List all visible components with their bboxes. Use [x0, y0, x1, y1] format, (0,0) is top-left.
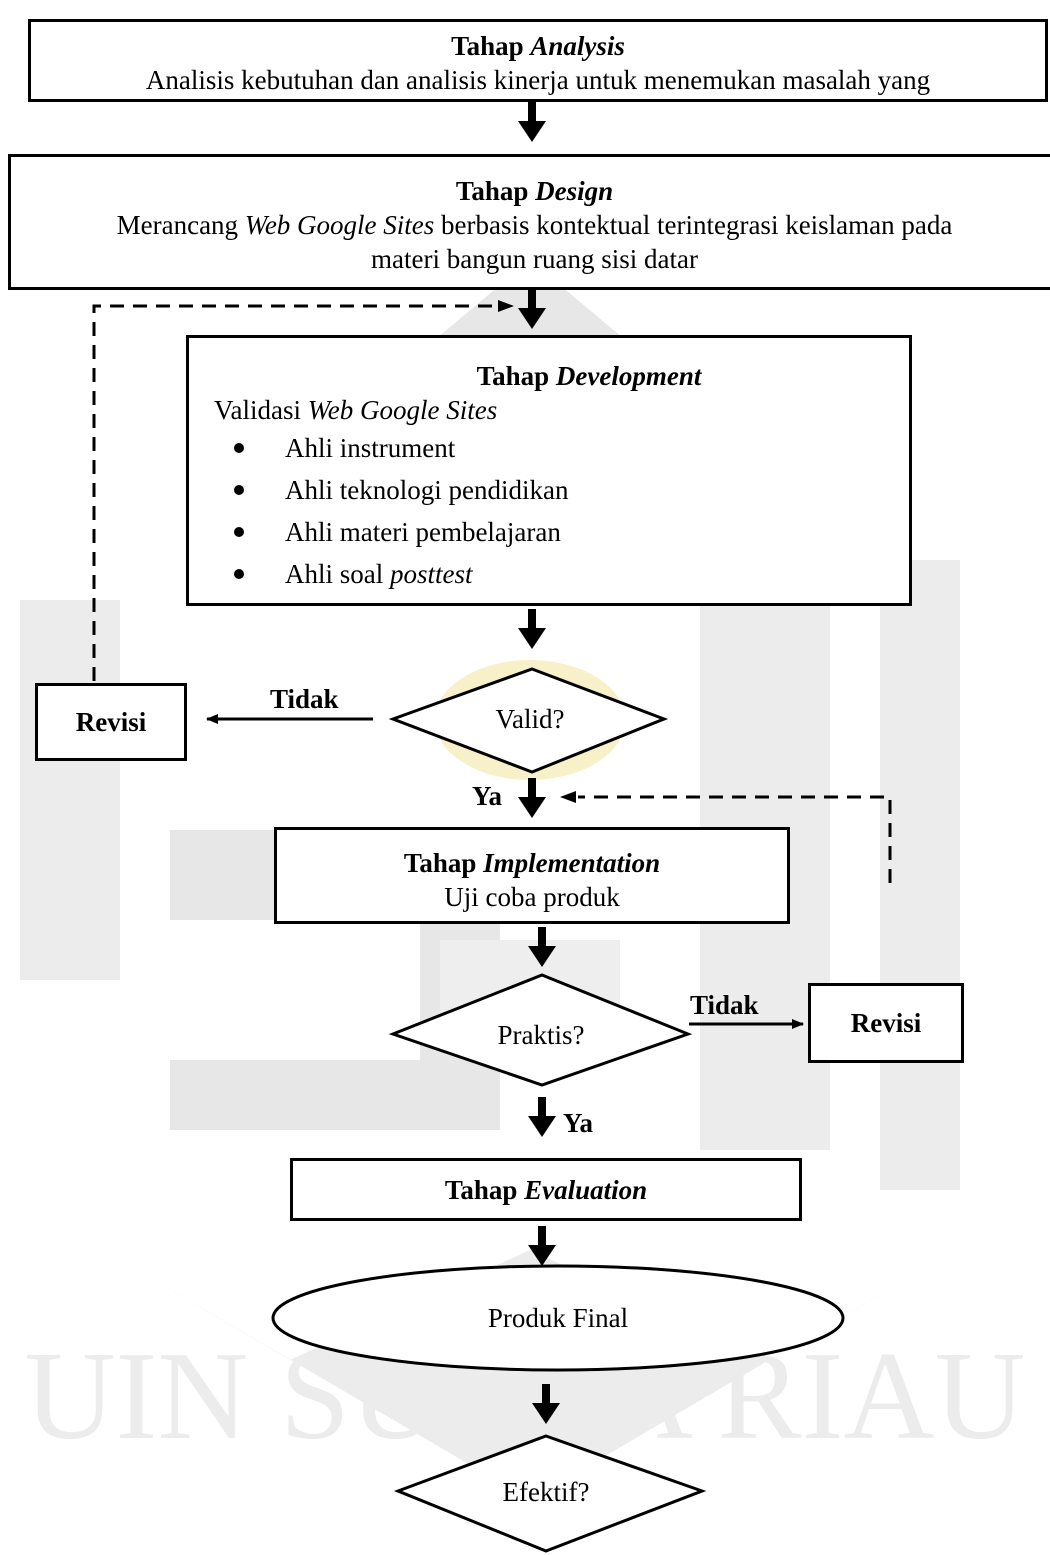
decision-efektif-shape [393, 1434, 707, 1553]
design-desc-pre: Merancang [116, 210, 239, 240]
valid-no-label: Tidak [270, 684, 339, 714]
design-desc-line2: materi bangun ruang sisi datar [371, 244, 698, 274]
development-name: Development [555, 361, 702, 391]
evaluation-prefix: Tahap [444, 1175, 518, 1205]
feedback-loop-left [92, 304, 500, 681]
list-item: Ahli soal posttest [189, 553, 909, 595]
development-prefix: Tahap [476, 361, 550, 391]
evaluation-name: Evaluation [524, 1175, 648, 1205]
development-intro-italic: Web Google Sites [307, 395, 498, 425]
implementation-name: Implementation [483, 848, 661, 878]
analysis-box: Tahap Analysis Analisis kebutuhan dan an… [28, 19, 1048, 102]
analysis-description: Analisis kebutuhan dan analisis kinerja … [145, 65, 931, 95]
bullet-icon [234, 527, 244, 537]
final-product-shape [271, 1264, 845, 1372]
design-desc-italic: Web Google Sites [244, 210, 435, 240]
decision-praktis-label: Praktis? [497, 1020, 585, 1050]
list-item: Ahli materi pembelajaran [189, 511, 909, 553]
development-box: Tahap Development Validasi Web Google Si… [186, 335, 912, 606]
evaluation-box: Tahap Evaluation [290, 1158, 802, 1221]
down-arrow-icon [528, 1226, 556, 1266]
bullet-icon [234, 569, 244, 579]
down-arrow-icon [532, 1384, 560, 1424]
decision-valid-shape [388, 667, 669, 774]
implementation-description: Uji coba produk [444, 882, 620, 912]
praktis-no-label: Tidak [690, 990, 759, 1020]
praktis-yes-label: Ya [563, 1108, 594, 1138]
final-product-label: Produk Final [487, 1303, 629, 1333]
revisi-right-box: Revisi [808, 983, 964, 1063]
feedback-loop-right [578, 795, 892, 883]
down-arrow-icon [528, 1097, 556, 1137]
analysis-prefix: Tahap [451, 31, 524, 61]
decision-valid-label: Valid? [495, 704, 565, 734]
bullet-icon [234, 443, 244, 453]
revisi-left-label: Revisi [75, 707, 147, 737]
validator-list: Ahli instrument Ahli teknologi pendidika… [189, 427, 909, 595]
list-item: Ahli instrument [189, 427, 909, 469]
analysis-name: Analysis [530, 31, 625, 61]
arrowhead-icon [560, 791, 576, 803]
implementation-box: Tahap Implementation Uji coba produk [274, 827, 790, 924]
down-arrow-icon [518, 101, 546, 142]
revisi-right-label: Revisi [850, 1008, 922, 1038]
valid-yes-label: Ya [472, 781, 503, 811]
list-item: Ahli teknologi pendidikan [189, 469, 909, 511]
revisi-left-box: Revisi [35, 683, 187, 761]
design-prefix: Tahap [455, 176, 529, 206]
decision-efektif-label: Efektif? [502, 1477, 590, 1507]
arrowhead-icon [498, 300, 514, 312]
down-arrow-icon [518, 778, 546, 818]
down-arrow-icon [518, 289, 546, 329]
design-box: Tahap Design Merancang Web Google Sites … [8, 154, 1050, 290]
design-name: Design [535, 176, 614, 206]
down-arrow-icon [528, 927, 556, 967]
implementation-prefix: Tahap [403, 848, 477, 878]
down-arrow-icon [518, 609, 546, 649]
decision-praktis-shape [388, 973, 693, 1087]
development-intro-pre: Validasi [214, 395, 301, 425]
bullet-icon [234, 485, 244, 495]
design-desc-post: berbasis kontektual terintegrasi keislam… [441, 210, 953, 240]
